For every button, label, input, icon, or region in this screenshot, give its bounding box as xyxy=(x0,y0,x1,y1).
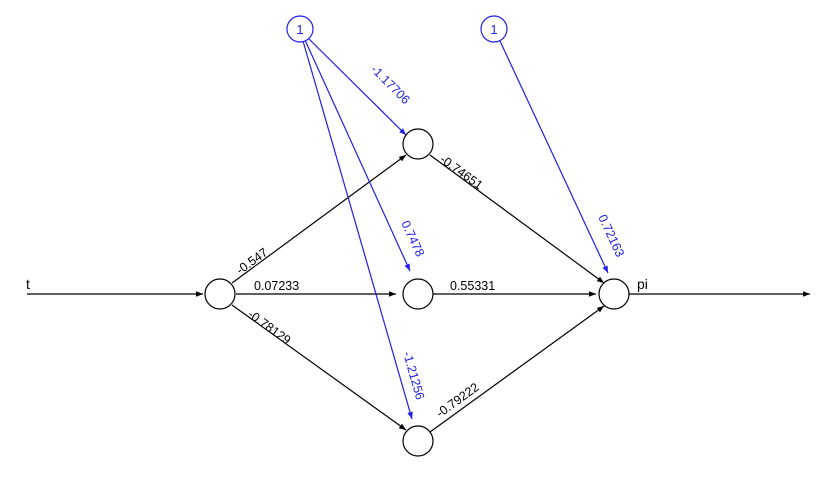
bias-node-1-label: 1 xyxy=(296,22,303,37)
weight-label-bias-2-pi: 0.72163 xyxy=(595,212,627,259)
weight-label-bias-1-hidden-1: -1.17706 xyxy=(368,62,413,107)
input-label: t xyxy=(26,276,30,292)
hidden-node-2 xyxy=(402,278,434,310)
output-label: pi xyxy=(637,276,648,292)
hidden-node-3 xyxy=(402,425,434,457)
edge-bias-1-hidden-2 xyxy=(304,39,411,272)
edge-t-hidden-1 xyxy=(231,154,407,284)
output-node-pi xyxy=(598,278,630,310)
weight-label-bias-1-hidden-2: 0.7478 xyxy=(398,218,427,259)
weight-label-t-hidden-3: -0.78129 xyxy=(245,307,293,347)
weight-label-hidden-1-pi: -0.74651 xyxy=(437,152,485,192)
edge-hidden-1-pi xyxy=(429,154,605,284)
hidden-node-1 xyxy=(402,128,434,160)
bias-node-2-label: 1 xyxy=(490,22,497,37)
edge-t-hidden-3 xyxy=(231,304,407,431)
edge-bias-1-hidden-1 xyxy=(307,37,407,136)
input-node-t xyxy=(204,278,236,310)
edge-bias-2-pi xyxy=(499,40,609,274)
weight-label-t-hidden-2: 0.07233 xyxy=(254,279,299,293)
bias-node-2 xyxy=(480,15,508,43)
edge-hidden-3-pi xyxy=(429,305,605,433)
edge-bias-1-hidden-3 xyxy=(302,40,413,420)
weight-label-t-hidden-1: -0.547 xyxy=(234,245,271,277)
bias-node-1 xyxy=(286,15,314,43)
weight-label-hidden-2-pi: 0.55331 xyxy=(450,279,495,293)
